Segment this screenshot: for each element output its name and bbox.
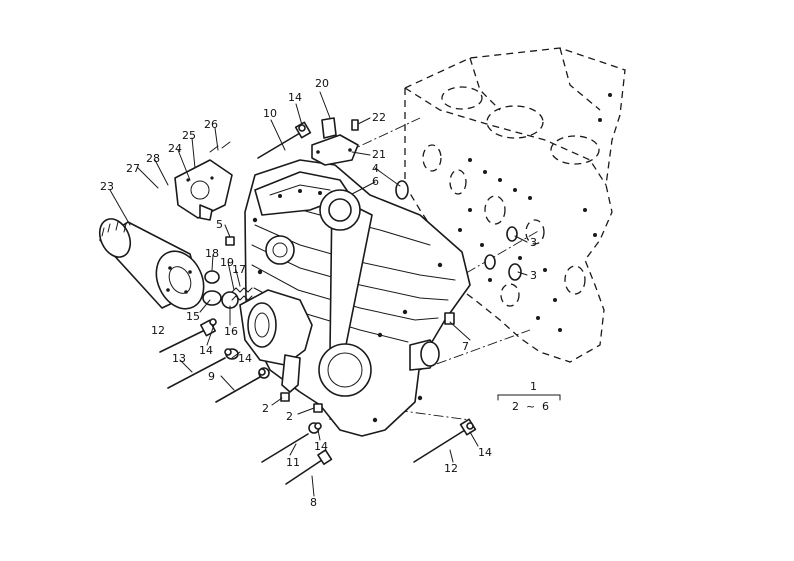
callout-19: 19 <box>220 256 234 269</box>
callout-6: 6 <box>372 175 379 188</box>
oil-pump-housing <box>239 289 313 393</box>
callout-4: 4 <box>372 162 379 175</box>
callout-15: 15 <box>186 310 200 323</box>
o-rings <box>395 180 522 281</box>
bolts <box>159 119 477 485</box>
callout-22: 22 <box>372 111 386 124</box>
callout-14-left: 14 <box>199 344 213 357</box>
callout-21: 21 <box>372 148 386 161</box>
callout-25: 25 <box>182 129 196 142</box>
callout-10: 10 <box>263 107 277 120</box>
engine-block <box>404 47 626 363</box>
callout-14-right: 14 <box>478 446 492 459</box>
gear-case-cover <box>244 159 471 437</box>
callout-12-left: 12 <box>151 324 165 337</box>
callout-14: 14 <box>288 91 302 104</box>
callout-6-range: 6 <box>542 400 549 413</box>
callout-13: 13 <box>172 352 186 365</box>
callout-11: 11 <box>286 456 300 469</box>
callout-1: 1 <box>530 380 537 393</box>
callout-26: 26 <box>204 118 218 131</box>
callout-23: 23 <box>100 180 114 193</box>
callout-18: 18 <box>205 247 219 260</box>
callout-2-range: 2 <box>512 400 519 413</box>
callout-16: 16 <box>224 325 238 338</box>
callout-7: 7 <box>462 340 469 353</box>
callout-9: 9 <box>208 370 215 383</box>
callouts: 20 14 10 22 26 25 24 21 28 27 4 6 23 5 3… <box>100 77 549 509</box>
callout-24: 24 <box>168 142 182 155</box>
callout-14-lower: 14 <box>314 440 328 453</box>
range-tilde: ~ <box>526 400 535 413</box>
oil-filter <box>98 218 205 310</box>
filter-bracket <box>174 141 233 221</box>
thermostat-cover <box>311 117 359 166</box>
callout-2-a: 2 <box>262 402 269 415</box>
callout-14-mid: 14 <box>238 352 252 365</box>
callout-2-b: 2 <box>286 410 293 423</box>
callout-12-right: 12 <box>444 462 458 475</box>
relief-spring <box>231 287 253 301</box>
callout-20: 20 <box>315 77 329 90</box>
callout-28: 28 <box>146 152 160 165</box>
callout-5: 5 <box>216 218 223 231</box>
callout-8: 8 <box>310 496 317 509</box>
callout-17: 17 <box>232 263 246 276</box>
callout-3-upper: 3 <box>530 236 537 249</box>
callout-3-lower: 3 <box>530 269 537 282</box>
leader-lines <box>109 91 561 497</box>
callout-27: 27 <box>126 162 140 175</box>
